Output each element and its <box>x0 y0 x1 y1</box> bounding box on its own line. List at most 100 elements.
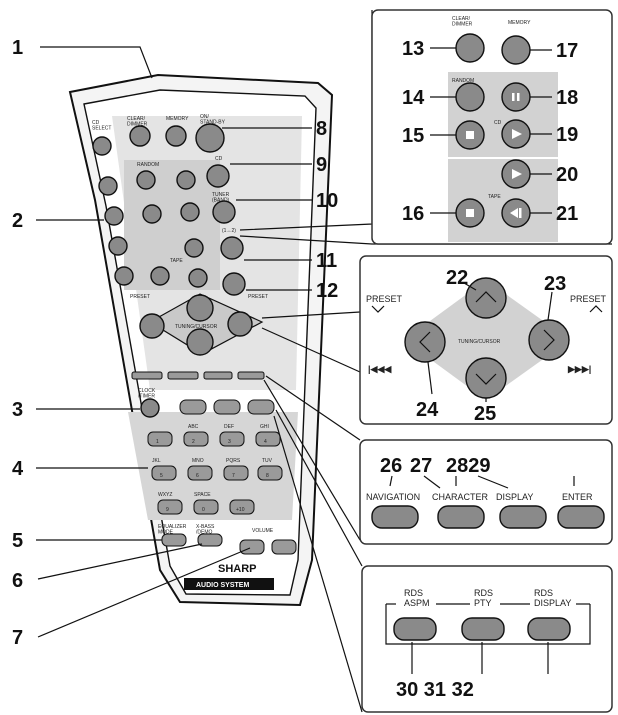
panel-cursor-down-button[interactable] <box>465 357 507 399</box>
key-letters-jkl: JKL <box>152 458 161 464</box>
key-digit-6: 6 <box>196 473 199 479</box>
callout-4: 4 <box>12 458 24 480</box>
callout-24: 24 <box>416 399 439 421</box>
callout-27: 27 <box>410 455 432 477</box>
play-icon <box>512 129 522 139</box>
audio-system-badge <box>184 578 274 590</box>
remote-display-button[interactable] <box>203 371 233 380</box>
remote-tape-stop-button[interactable] <box>150 266 170 286</box>
keypad-plus10-button[interactable] <box>229 499 255 515</box>
remote-tuning-cursor: TUNING/CURSOR PRESET PRESET <box>130 293 268 356</box>
on-standby-button[interactable] <box>195 123 225 153</box>
callout-12: 12 <box>316 280 338 302</box>
panel-random-label: RANDOM <box>452 78 474 84</box>
brand-logo: SHARP <box>218 563 257 575</box>
remote-random-button[interactable] <box>136 170 156 190</box>
panel-cursor-right-button[interactable] <box>528 319 570 361</box>
callout-19: 19 <box>556 124 578 146</box>
cd-select-3-button[interactable] <box>104 206 124 226</box>
remote-cursor-up-button[interactable] <box>186 294 214 322</box>
remote-rds-pty-button[interactable] <box>213 399 241 415</box>
keypad-4-button[interactable] <box>255 431 281 447</box>
remote-tape-button[interactable] <box>220 236 244 260</box>
cd-select-buttons <box>92 136 134 286</box>
remote-cursor-left-button[interactable] <box>139 313 165 339</box>
remote-clear-dimmer-button[interactable] <box>129 125 151 147</box>
remote-keypad: 1 2 3 4 5 6 7 8 9 0 +10 ABC DEF GHI JKL … <box>147 424 283 515</box>
remote-rds-aspm-button[interactable] <box>179 399 207 415</box>
keypad-5-button[interactable] <box>151 465 177 481</box>
tuner-band-button[interactable] <box>212 200 236 224</box>
key-letters-mno: MNO <box>192 458 204 464</box>
keypad-1-button[interactable] <box>147 431 173 447</box>
panel-rds-pty-button[interactable] <box>461 617 505 641</box>
remote-cd-stop-button[interactable] <box>142 204 162 224</box>
panel-cd-pause-button[interactable] <box>501 82 531 112</box>
remote-cd-button[interactable] <box>206 164 230 188</box>
panel-cursor-up-button[interactable] <box>465 277 507 319</box>
callout-6: 6 <box>12 570 23 592</box>
remote-clock-button[interactable] <box>222 272 246 296</box>
volume-down-button[interactable] <box>239 539 265 555</box>
panel-cd-label: CD <box>494 120 502 126</box>
preset-down-icon <box>371 305 385 313</box>
callout-18: 18 <box>556 87 578 109</box>
remote-tape-reverse-button[interactable] <box>188 268 208 288</box>
tuner-band-label: TUNER(BAND) <box>212 192 230 204</box>
chevron-down-icon <box>475 373 497 385</box>
remote-cursor-down-button[interactable] <box>186 328 214 356</box>
key-digit-3: 3 <box>228 439 231 445</box>
keypad-6-button[interactable] <box>187 465 213 481</box>
panel-navigation-button[interactable] <box>371 505 419 529</box>
panel-random-button[interactable] <box>455 82 485 112</box>
key-digit-5: 5 <box>160 473 163 479</box>
panel-clear-dimmer-button[interactable] <box>455 33 485 63</box>
remote-cd-play-button[interactable] <box>180 202 200 222</box>
xbass-demo-button[interactable] <box>197 533 223 547</box>
remote-navigation-button[interactable] <box>131 371 163 380</box>
panel-character-button[interactable] <box>437 505 485 529</box>
keypad-2-button[interactable] <box>183 431 209 447</box>
key-letters-space: SPACE <box>194 492 211 498</box>
keypad-9-button[interactable] <box>157 499 183 515</box>
pause-icon <box>512 93 515 101</box>
remote-character-button[interactable] <box>167 371 199 380</box>
cd-select-1-button[interactable] <box>92 136 112 156</box>
panel-display-button[interactable] <box>499 505 547 529</box>
clock-timer-button[interactable] <box>140 398 160 418</box>
callout-7: 7 <box>12 627 23 649</box>
keypad-3-button[interactable] <box>219 431 245 447</box>
remote-tape-play-button[interactable] <box>184 238 204 258</box>
remote-memory-label: MEMORY <box>166 116 189 122</box>
preset-up-icon <box>589 305 603 313</box>
key-digit-plus10: +10 <box>236 507 245 513</box>
cd-select-5-button[interactable] <box>114 266 134 286</box>
volume-up-button[interactable] <box>271 539 297 555</box>
panel-enter-button[interactable] <box>557 505 605 529</box>
keypad-7-button[interactable] <box>223 465 249 481</box>
panel-memory-button[interactable] <box>501 35 531 65</box>
remote-enter-button[interactable] <box>237 371 265 380</box>
panel-tape-label: TAPE <box>488 194 501 200</box>
callout-3: 3 <box>12 399 23 421</box>
cd-select-2-button[interactable] <box>98 176 118 196</box>
keypad-8-button[interactable] <box>257 465 283 481</box>
remote-memory-button[interactable] <box>165 125 187 147</box>
panel-rds-aspm-button[interactable] <box>393 617 437 641</box>
remote-cd-pause-button[interactable] <box>176 170 196 190</box>
key-letters-pqrs: PQRS <box>226 458 241 464</box>
tape-play-icon <box>512 169 522 179</box>
panel-cursor-left-button[interactable] <box>404 321 446 363</box>
equalizer-mode-button[interactable] <box>161 533 187 547</box>
cd-select-4-button[interactable] <box>108 236 128 256</box>
callout-11: 11 <box>316 250 337 272</box>
panel-rds-display-button[interactable] <box>527 617 571 641</box>
remote-rds-display-button[interactable] <box>247 399 275 415</box>
keypad-0-button[interactable] <box>193 499 219 515</box>
navigation-detail-panel: 26 27 2829 NAVIGATION CHARACTER DISPLAY … <box>359 439 613 545</box>
key-letters-tuv: TUV <box>262 458 273 464</box>
callout-9: 9 <box>316 154 327 176</box>
remote-cursor-right-button[interactable] <box>227 311 253 337</box>
